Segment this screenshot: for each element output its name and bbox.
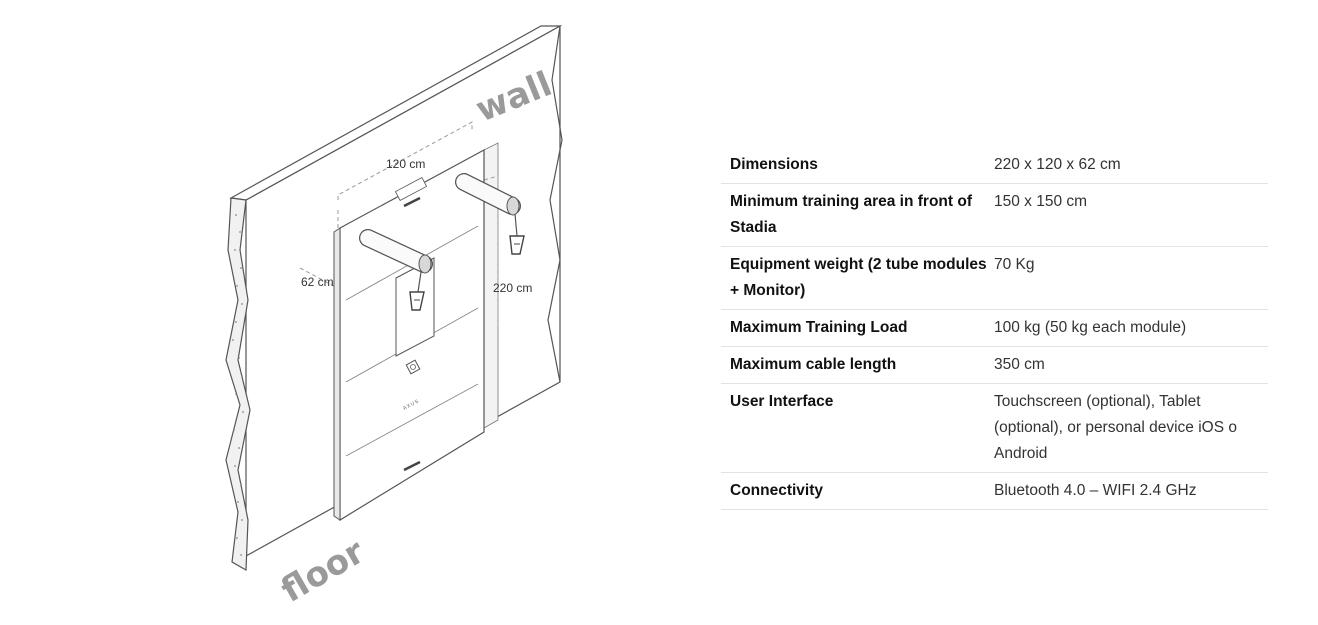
unit-side (333, 227, 341, 521)
spec-row: Equipment weight (2 tube modules + Monit… (721, 246, 1268, 310)
spec-label: Minimum training area in front of Stadia (721, 183, 994, 247)
spec-row: Minimum training area in front of Stadia… (721, 183, 1268, 247)
top-control-buttons (394, 177, 428, 201)
spec-label: Equipment weight (2 tube modules + Monit… (721, 246, 994, 310)
bottom-handle-bar (403, 460, 421, 472)
depth-dimension-label: 62 cm (301, 275, 334, 289)
lower-tube-module (359, 229, 433, 311)
spec-value: 150 x 150 cm (994, 183, 1268, 247)
wall-cut-edge (225, 197, 251, 572)
unit-panel-line-base (345, 383, 479, 457)
equipment-installation-diagram: AXUS 120 cm 62 cm 220 cm wall floor (225, 24, 563, 611)
spec-label: Dimensions (721, 147, 994, 184)
spec-value: 350 cm (994, 346, 1268, 384)
wall-break-line (547, 25, 563, 383)
spec-label: Maximum cable length (721, 346, 994, 384)
spec-value: Bluetooth 4.0 – WIFI 2.4 GHz (994, 472, 1268, 510)
spec-value: Touchscreen (optional), Tablet (optional… (994, 383, 1268, 473)
spec-label: Connectivity (721, 472, 994, 510)
center-emblem-icon (405, 359, 421, 375)
width-dimension-label: 120 cm (386, 157, 425, 171)
spec-value: 220 x 120 x 62 cm (994, 147, 1268, 184)
spec-label: User Interface (721, 383, 994, 473)
floor-label: floor (275, 532, 372, 611)
top-handle-bar (403, 196, 421, 208)
height-dimension-label: 220 cm (493, 281, 532, 295)
wall-texture-dots (232, 214, 244, 556)
spec-label: Maximum Training Load (721, 309, 994, 347)
spec-value: 70 Kg (994, 246, 1268, 310)
spec-value: 100 kg (50 kg each module) (994, 309, 1268, 347)
upper-tube-module (455, 173, 525, 255)
